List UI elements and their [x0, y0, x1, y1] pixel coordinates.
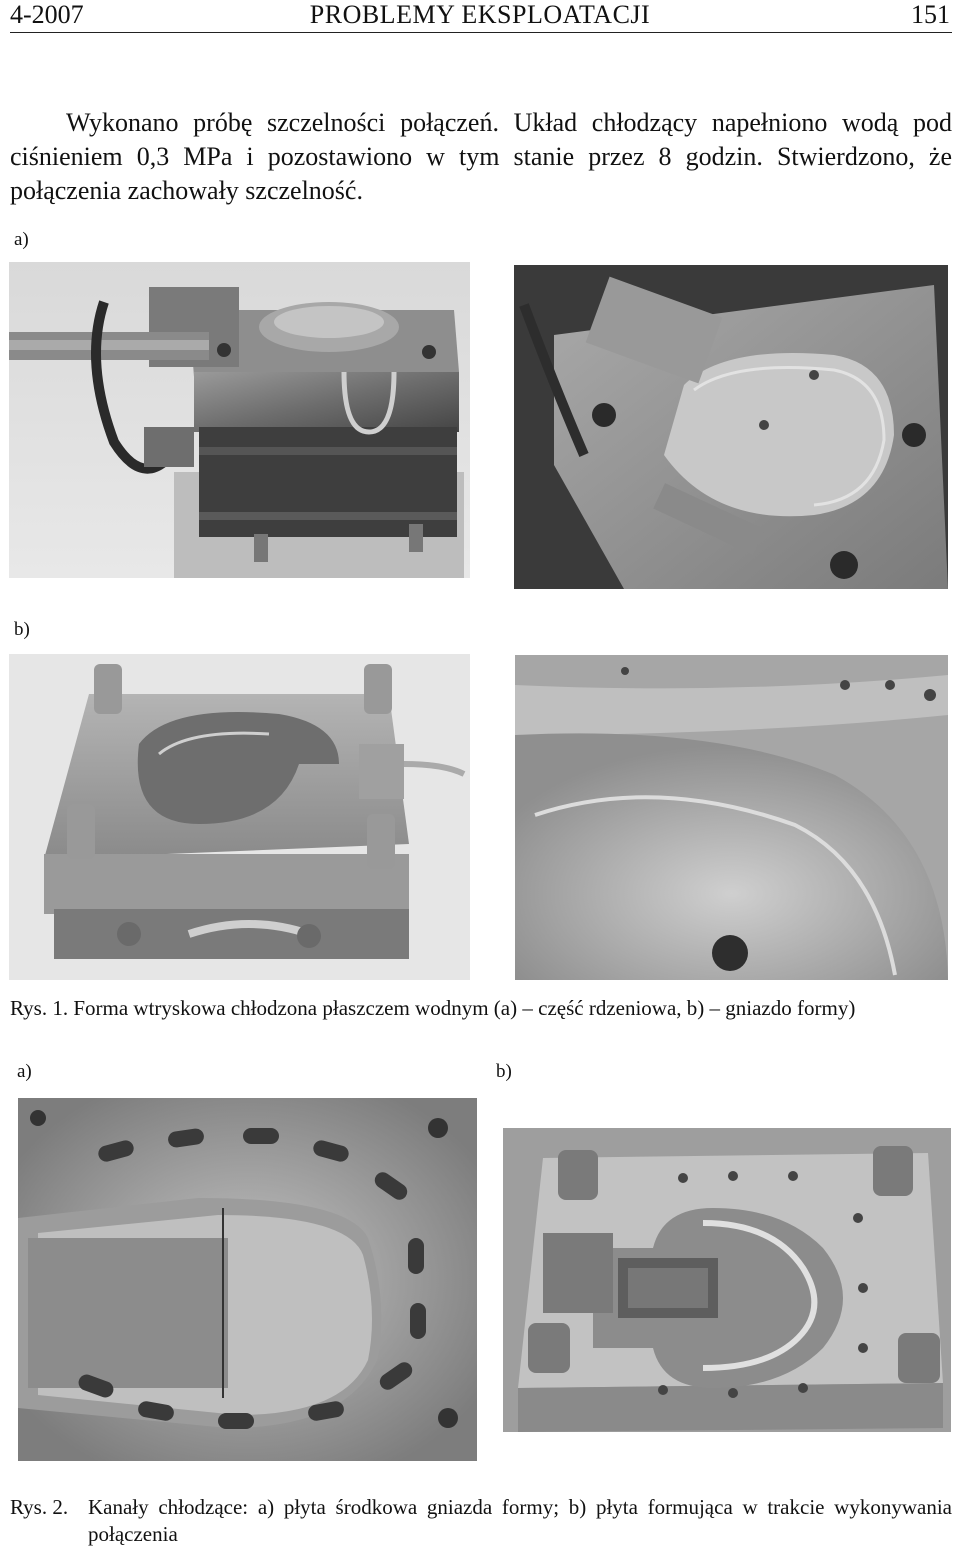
page-header-page-number: 151 [911, 0, 950, 29]
page-header-volume: 4-2007 [10, 0, 84, 29]
fig1-photo-cavity-assembly [9, 654, 470, 980]
fig1-photo-core-side [9, 262, 470, 578]
fig2-photo-forming-plate [503, 1128, 951, 1432]
fig1-photo-cavity-closeup [515, 655, 948, 980]
fig1-label-b: b) [14, 619, 30, 640]
fig2-photo-middle-plate [18, 1098, 477, 1461]
body-paragraph: Wykonano próbę szczelności połączeń. Ukł… [10, 108, 952, 205]
fig2-caption-number: Rys. 2. [10, 1495, 69, 1519]
fig2-label-a: a) [17, 1061, 32, 1082]
fig2-caption-text: Kanały chłodzące: a) płyta środkowa gnia… [88, 1495, 952, 1546]
page-header-journal-title: PROBLEMY EKSPLOATACJI [309, 0, 651, 29]
fig1-caption: Rys. 1. Forma wtryskowa chłodzona płaszc… [10, 996, 856, 1020]
fig1-label-a: a) [14, 229, 29, 250]
fig1-photo-core-top [514, 265, 948, 589]
header-rule [10, 32, 952, 33]
fig2-label-b: b) [496, 1061, 512, 1082]
